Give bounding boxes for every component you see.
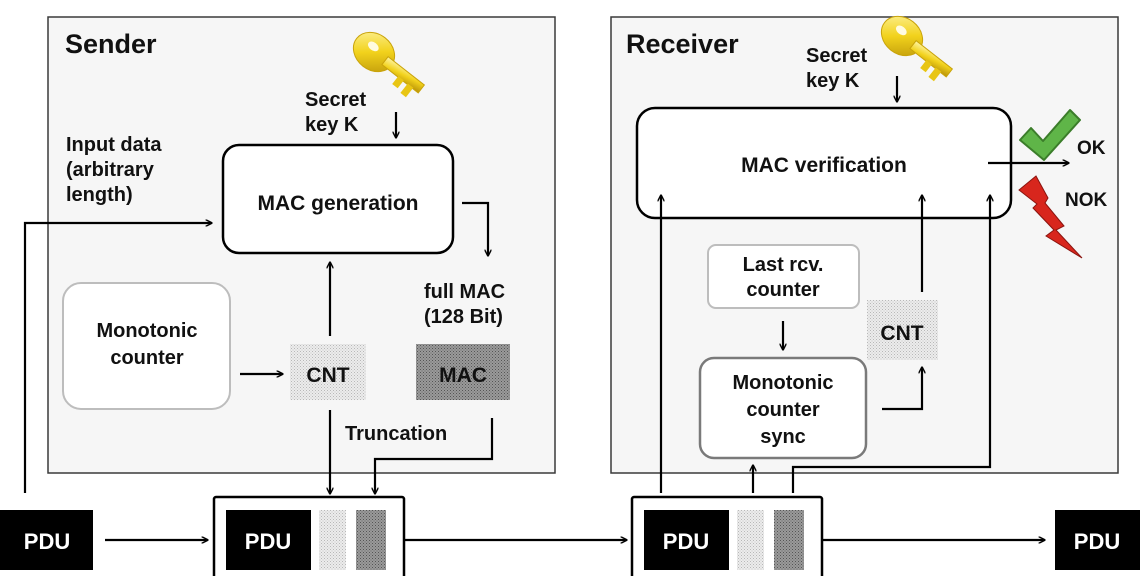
- last-received-counter-label-line1: Last rcv.: [743, 254, 824, 276]
- input-data-label-line2: (arbitrary: [66, 159, 155, 181]
- full-mac-value-label: MAC: [439, 364, 487, 387]
- sender-cnt-label: CNT: [306, 364, 349, 387]
- secured-pdu-mac-field: [774, 510, 804, 570]
- checkmark-icon: [1019, 109, 1081, 161]
- input-data-label-line1: Input data: [66, 134, 162, 156]
- counter-sync-label-line2: counter: [746, 399, 820, 421]
- receiver-secret-key-label-line1: Secret: [806, 45, 867, 67]
- sender-cnt-box: [290, 344, 366, 400]
- receiver-cnt-label: CNT: [880, 322, 923, 345]
- receiver-cnt-box: [867, 300, 938, 360]
- receiver-secret-key-label-line2: key K: [806, 70, 860, 92]
- sender-title: Sender: [65, 29, 157, 59]
- pdu-block-left: [0, 510, 93, 570]
- lightning-icon: [1018, 175, 1083, 259]
- mac-generation-box: [221, 143, 455, 255]
- input-data-label-line3: length): [66, 184, 133, 206]
- receiver-title: Receiver: [626, 29, 739, 59]
- full-mac-box: [416, 344, 510, 400]
- ok-label: OK: [1077, 138, 1106, 159]
- sender-secret-key-label-line1: Secret: [305, 89, 366, 111]
- last-received-counter-label-line2: counter: [746, 279, 820, 301]
- pdu-label-left: PDU: [24, 529, 70, 554]
- key-icon: [352, 31, 426, 98]
- counter-sync-label-line1: Monotonic: [732, 372, 833, 394]
- full-mac-label-line2: (128 Bit): [424, 306, 503, 328]
- full-mac-label-line1: full MAC: [424, 281, 505, 303]
- monotonic-counter-box: [62, 282, 231, 410]
- monotonic-counter-label-line1: Monotonic: [96, 320, 197, 342]
- secured-pdu-payload: [226, 510, 311, 570]
- pdu-label-right: PDU: [1074, 529, 1120, 554]
- secured-pdu-cnt-field: [319, 510, 346, 570]
- monotonic-counter-sync-box: [698, 356, 868, 460]
- last-received-counter-box: [707, 244, 860, 309]
- secured-pdu-label-sender: PDU: [245, 529, 291, 554]
- truncation-label: Truncation: [345, 423, 447, 445]
- key-icon: [880, 15, 954, 82]
- mac-generation-label: MAC generation: [257, 192, 418, 215]
- secured-pdu-label-receiver: PDU: [663, 529, 709, 554]
- secured-pdu-cnt-field: [737, 510, 764, 570]
- monotonic-counter-label-line2: counter: [110, 347, 184, 369]
- counter-sync-label-line3: sync: [760, 426, 806, 448]
- secured-pdu-mac-field: [356, 510, 386, 570]
- mac-verification-label: MAC verification: [741, 154, 907, 177]
- secured-pdu-payload: [644, 510, 729, 570]
- pdu-block-right: [1055, 510, 1140, 570]
- nok-label: NOK: [1065, 190, 1108, 211]
- sender-secret-key-label-line2: key K: [305, 114, 359, 136]
